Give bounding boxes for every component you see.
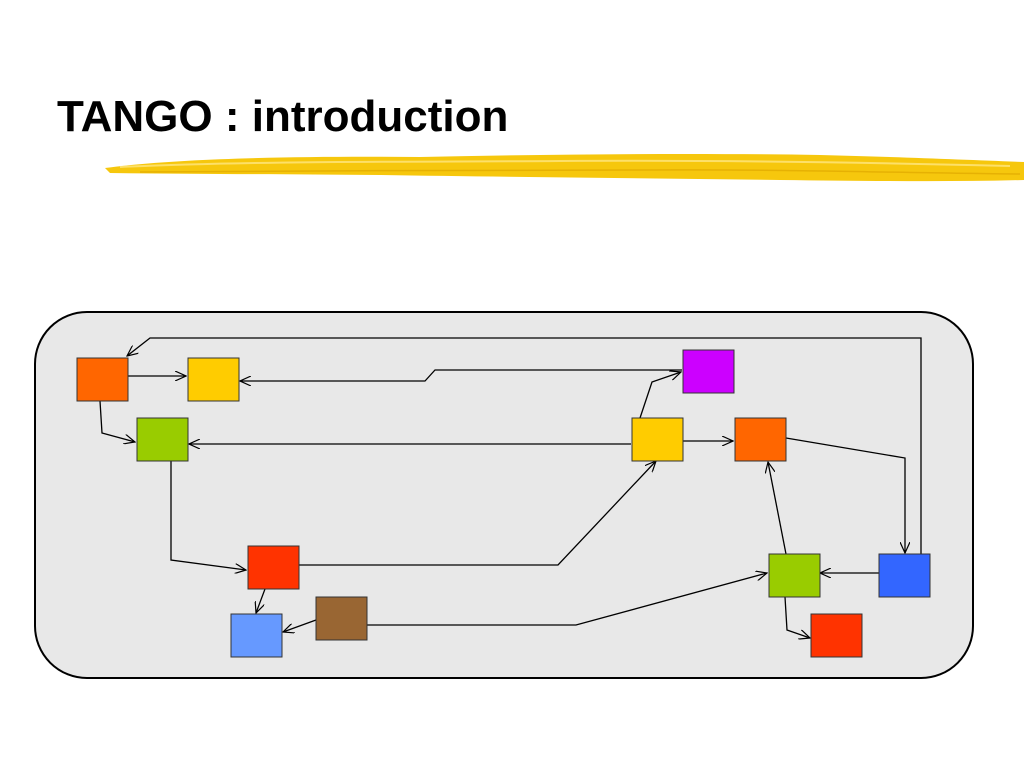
connector-red1-to-yellow2 — [299, 461, 656, 566]
node-green-1[interactable] — [136, 417, 189, 462]
connector-green2-to-red2 — [784, 596, 810, 638]
node-red-2[interactable] — [810, 613, 863, 658]
node-lightblue-1[interactable] — [230, 613, 283, 658]
node-orange-2[interactable] — [734, 417, 787, 462]
connectors — [99, 337, 922, 638]
slide-title: TANGO : introduction — [57, 92, 509, 141]
connector-blue1-to-orange1 — [127, 337, 922, 555]
node-blue-1[interactable] — [878, 553, 931, 598]
node-red-1[interactable] — [247, 545, 300, 590]
node-brown-1[interactable] — [315, 596, 368, 641]
connector-brown1-to-lightblue1 — [283, 619, 317, 632]
connector-purple1-to-yellow1 — [240, 369, 682, 381]
connector-red1-to-lightblue1 — [256, 588, 266, 613]
title-underline-brush — [105, 153, 1024, 182]
connector-green2-to-orange2 — [768, 462, 787, 555]
node-yellow-2[interactable] — [631, 417, 684, 462]
node-purple-1[interactable] — [682, 349, 735, 394]
connector-orange1-to-green1 — [99, 400, 135, 442]
connector-yellow2-to-purple1 — [639, 372, 681, 419]
connector-brown1-to-green2 — [367, 573, 767, 626]
node-yellow-1[interactable] — [187, 357, 240, 402]
connector-orange2-to-blue1 — [785, 437, 905, 553]
node-orange-1[interactable] — [76, 357, 129, 402]
node-green-2[interactable] — [768, 553, 821, 598]
nodes — [76, 349, 931, 658]
connector-green1-to-red1 — [170, 461, 246, 570]
